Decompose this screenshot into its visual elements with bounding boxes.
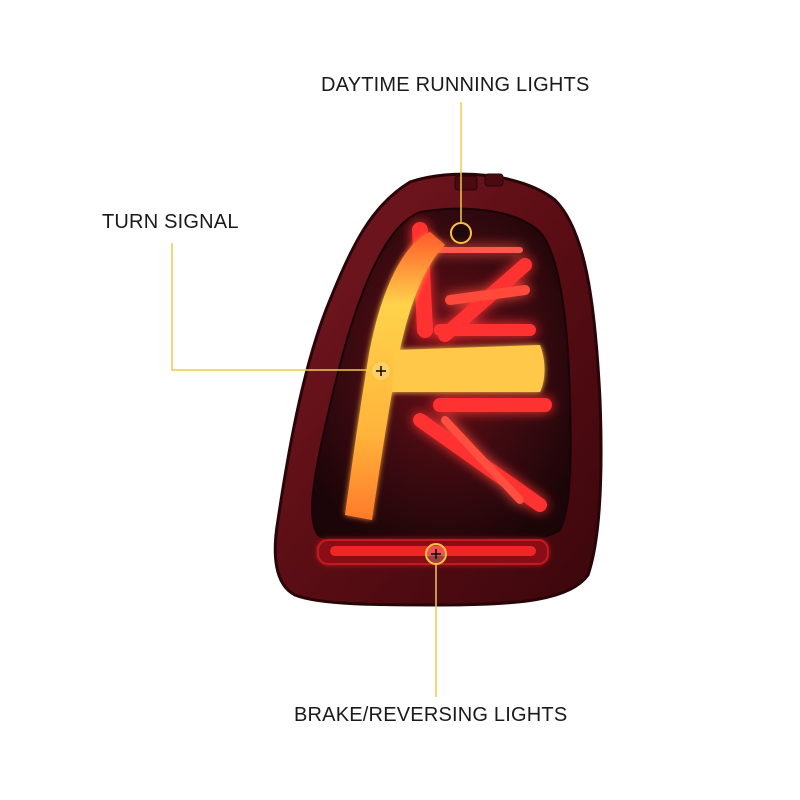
turn-signal-marker <box>370 360 392 382</box>
brake-marker <box>425 543 447 565</box>
brake-reversing-lights-label: BRAKE/REVERSING LIGHTS <box>294 704 568 726</box>
turn-leader-line <box>171 243 370 371</box>
leader-lines <box>171 102 462 697</box>
daytime-running-lights-label: DAYTIME RUNNING LIGHTS <box>321 74 590 96</box>
drl-marker <box>450 222 472 244</box>
amber-turn-signal-led <box>345 232 545 520</box>
turn-signal-label: TURN SIGNAL <box>102 211 239 233</box>
